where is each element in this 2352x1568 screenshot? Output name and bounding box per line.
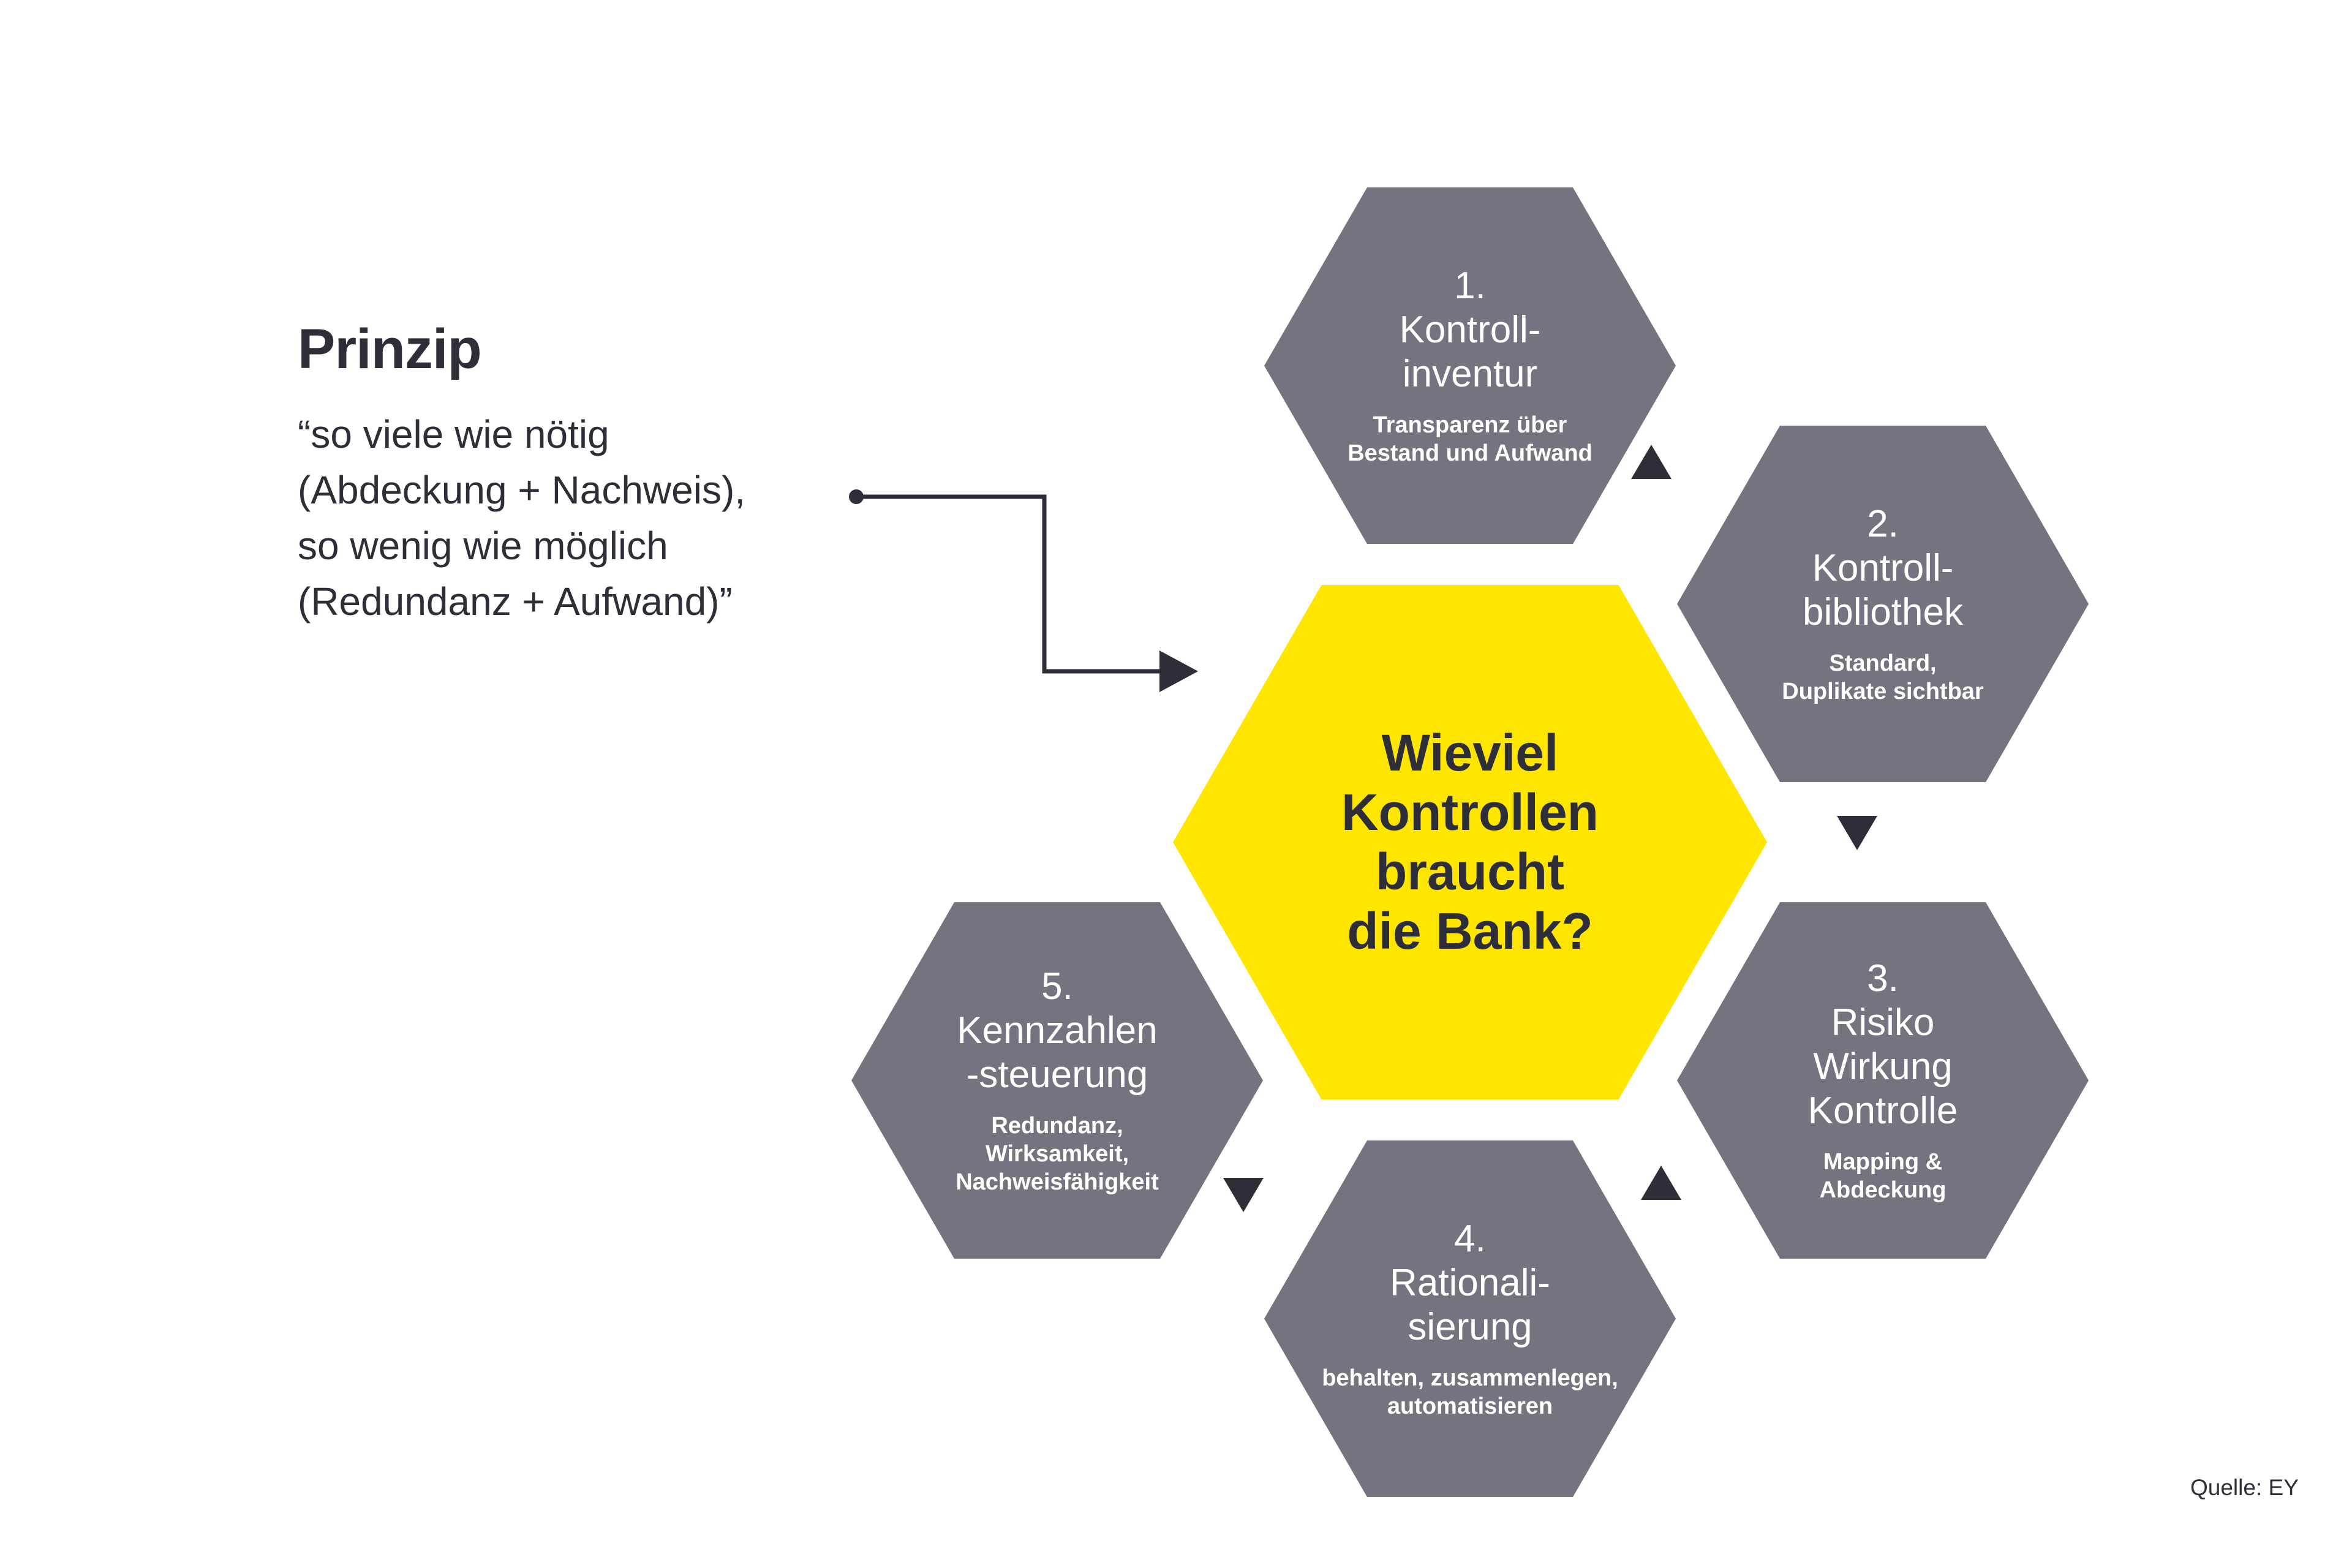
step-hexagon-3: 3. Risiko Wirkung Kontrolle Mapping & Ab… — [1677, 902, 2089, 1259]
step-title: Risiko Wirkung Kontrolle — [1807, 1001, 1958, 1132]
step-subtitle: behalten, zusammenlegen, automatisieren — [1322, 1365, 1618, 1419]
center-question-text: Wieviel Kontrollen braucht die Bank? — [1341, 724, 1599, 960]
arrow-right-icon — [1159, 650, 1198, 692]
step-subtitle: Redundanz, Wirksamkeit, Nachweisfähigkei… — [956, 1113, 1159, 1195]
step-title: Kontroll- inventur — [1399, 309, 1541, 395]
connector-path — [856, 494, 1159, 674]
step-hexagon-1: 1. Kontroll- inventur Transparenz über B… — [1264, 187, 1676, 544]
step-title: Kennzahlen -steuerung — [957, 1009, 1158, 1096]
step-number: 2. — [1867, 503, 1899, 545]
step-title: Kontroll- bibliothek — [1803, 547, 1963, 633]
principle-quote: “so viele wie nötig (Abdeckung + Nachwei… — [298, 412, 746, 624]
step-title: Rationali- sierung — [1390, 1262, 1550, 1348]
step-number: 1. — [1454, 265, 1486, 307]
step-hexagon-5: 5. Kennzahlen -steuerung Redundanz, Wirk… — [851, 902, 1263, 1259]
step-subtitle: Mapping & Abdeckung — [1819, 1149, 1947, 1203]
center-question-hexagon: Wieviel Kontrollen braucht die Bank? — [1173, 585, 1767, 1099]
step-number: 5. — [1041, 965, 1073, 1008]
step-hexagon-4: 4. Rationali- sierung behalten, zusammen… — [1264, 1140, 1676, 1497]
step-number: 3. — [1867, 957, 1899, 1000]
source-label: Quelle: EY — [2190, 1475, 2299, 1500]
step-subtitle: Standard, Duplikate sichtbar — [1782, 650, 1984, 704]
step-number: 4. — [1454, 1218, 1486, 1260]
step-subtitle: Transparenz über Bestand und Aufwand — [1348, 412, 1593, 466]
step-hexagon-2: 2. Kontroll- bibliothek Standard, Duplik… — [1677, 426, 2089, 782]
principle-heading: Prinzip — [298, 318, 482, 380]
